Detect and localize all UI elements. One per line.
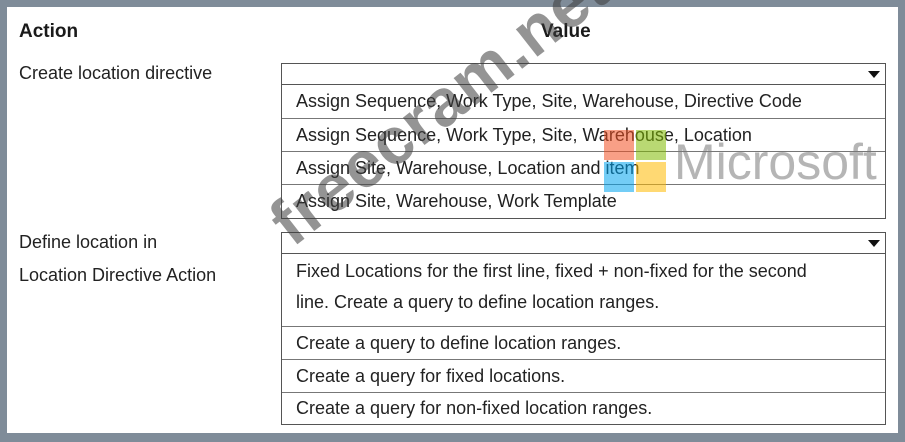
action-column-header: Action	[19, 21, 79, 42]
value-column-header: Value	[541, 21, 591, 42]
option-assign-sequence-location[interactable]: Assign Sequence, Work Type, Site, Wareho…	[282, 118, 885, 151]
chevron-down-icon[interactable]	[863, 233, 885, 253]
option-query-nonfixed-ranges[interactable]: Create a query for non-fixed location ra…	[282, 392, 885, 424]
define-location-dropdown[interactable]	[281, 232, 886, 254]
question-panel: Action Value Create location directive A…	[7, 7, 898, 433]
action-label-define-location-line1: Define location in	[19, 232, 158, 252]
option-assign-site-location-item[interactable]: Assign Site, Warehouse, Location and ite…	[282, 151, 885, 184]
option-query-location-ranges[interactable]: Create a query to define location ranges…	[282, 326, 885, 359]
action-label-create-location-directive: Create location directive	[19, 63, 213, 83]
action-label-define-location-line2: Location Directive Action	[19, 265, 217, 285]
option-query-fixed-locations[interactable]: Create a query for fixed locations.	[282, 359, 885, 392]
define-location-options: Fixed Locations for the first line, fixe…	[281, 254, 886, 425]
create-location-directive-dropdown[interactable]	[281, 63, 886, 85]
option-assign-sequence-directive-code[interactable]: Assign Sequence, Work Type, Site, Wareho…	[296, 91, 802, 111]
create-location-directive-options: Assign Sequence, Work Type, Site, Wareho…	[281, 85, 886, 219]
option-assign-site-work-template[interactable]: Assign Site, Warehouse, Work Template	[282, 184, 885, 218]
chevron-down-icon[interactable]	[863, 64, 885, 84]
option-fixed-and-nonfixed-query[interactable]: Fixed Locations for the first line, fixe…	[296, 261, 807, 312]
